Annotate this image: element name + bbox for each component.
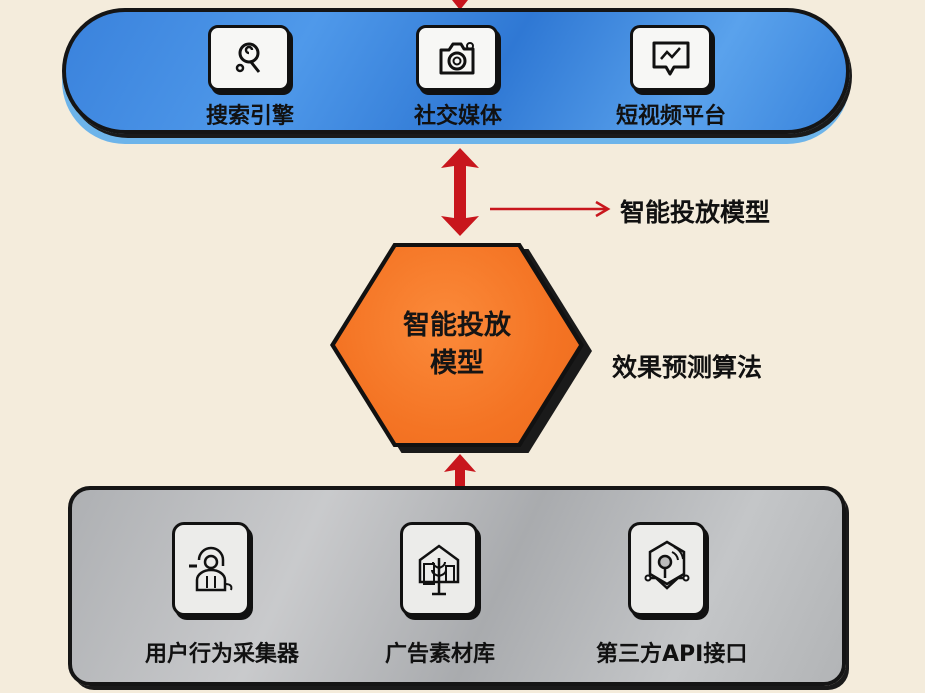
social-media-label: 社交媒体 [413,104,502,129]
search-engine-node[interactable] [208,25,290,91]
ad-asset-library-label: 广告素材库 [384,642,495,667]
search-engine-label: 搜索引擎 [205,104,294,129]
prediction-algorithm-label: 效果预测算法 [612,353,763,382]
camera-icon [439,42,475,75]
top-arrow-stub [452,0,468,10]
third-party-api-node[interactable] [628,522,706,616]
ad-asset-library-node[interactable] [400,522,478,616]
collector-tile [172,522,250,616]
user-collector-icon [189,546,233,592]
up-arrow-bottom [444,454,476,510]
hex-title-line2: 模型 [430,348,484,379]
search-tile [208,25,290,91]
hex-title-line1: 智能投放 [403,310,511,341]
model-annotation: 智能投放模型 [620,198,771,227]
user-behavior-collector-label: 用户行为采集器 [144,642,299,667]
social-tile [416,25,498,91]
asset-library-icon [418,544,460,596]
short-video-node[interactable] [630,25,712,91]
asset-tile [400,522,478,616]
third-party-api-label: 第三方API接口 [596,642,748,667]
api-tile [628,522,706,616]
smart-delivery-model-node[interactable]: 智能投放 模型 [330,243,592,453]
api-hub-icon [644,540,690,590]
video-chat-icon [652,41,690,76]
short-video-label: 短视频平台 [615,104,726,129]
video-tile [630,25,712,91]
search-icon [235,42,261,73]
user-behavior-collector-node[interactable] [172,522,250,616]
bidirectional-arrow-top [441,148,479,236]
social-media-node[interactable] [416,25,498,91]
right-arrow [490,200,611,218]
